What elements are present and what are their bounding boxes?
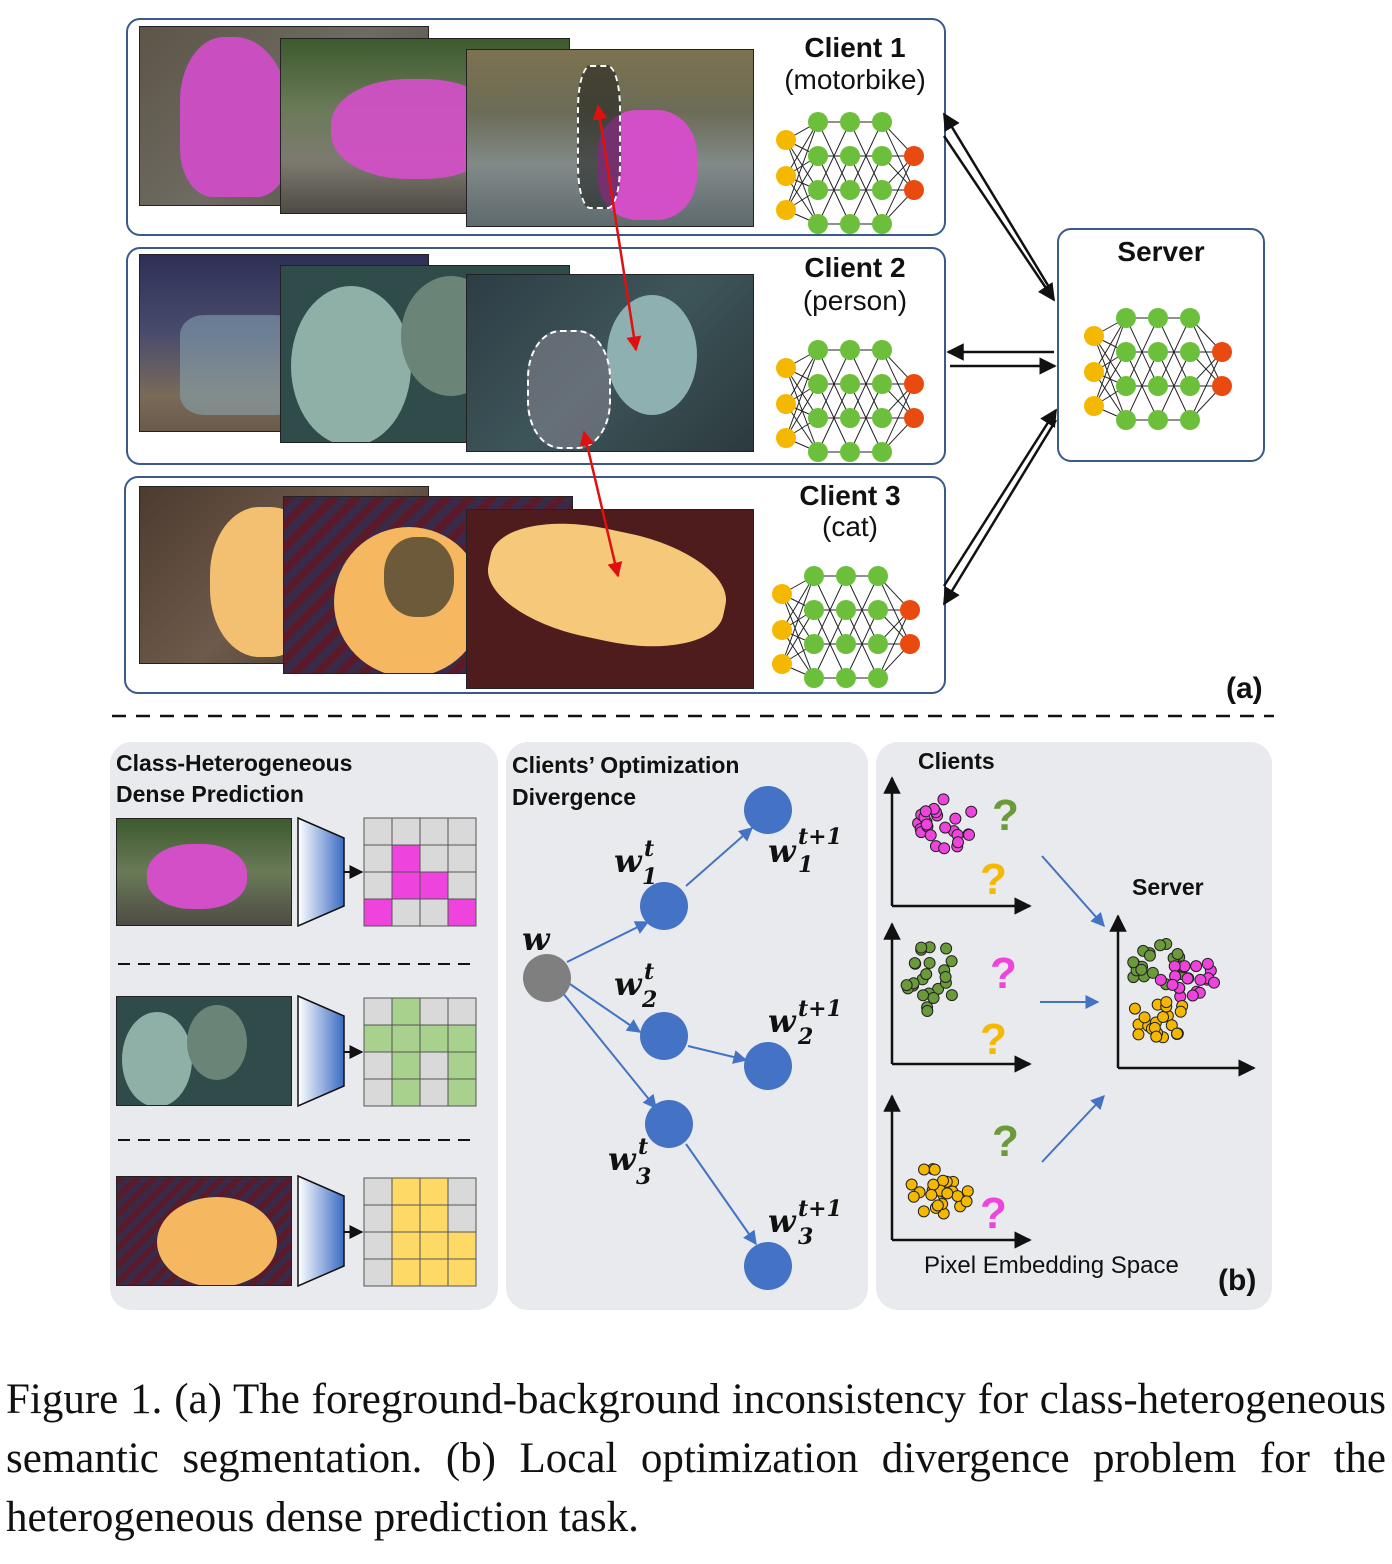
left-panel-title-line1: Class-Heterogeneous [116, 750, 353, 776]
svg-text:w: w [614, 842, 643, 880]
embedding-space-label: Pixel Embedding Space [924, 1252, 1179, 1279]
client-2-title: Client 2 [804, 252, 906, 283]
svg-text:2: 2 [797, 1024, 813, 1050]
middle-panel-title-line2: Divergence [512, 784, 637, 810]
svg-text:2: 2 [641, 987, 657, 1013]
label-w3t: w t 3 [608, 1134, 651, 1190]
node-w [523, 954, 571, 1002]
question-mark-magenta-3: ? [980, 1189, 1007, 1238]
embedding-axes-client-1 [883, 776, 1032, 915]
cluster-magenta-client [912, 793, 978, 855]
svg-text:w: w [608, 1140, 637, 1178]
embed-arrow-1 [1041, 855, 1105, 928]
client-3-title: Client 3 [799, 480, 901, 511]
label-w: w [522, 920, 551, 958]
decoder-shape-1 [297, 816, 345, 928]
svg-text:3: 3 [636, 1164, 651, 1190]
nn-server [1084, 308, 1232, 430]
red-arrow-person-motorbike [592, 104, 642, 352]
edge-w3t-w3n [685, 1143, 757, 1246]
right-clients-title: Clients [918, 748, 995, 774]
embedding-axes-client-2 [883, 922, 1032, 1073]
label-w2t: w t 2 [614, 959, 657, 1013]
svg-text:1: 1 [642, 864, 657, 890]
node-w2t [640, 1012, 688, 1060]
node-w1t [640, 882, 688, 930]
panel-a-graphics [112, 104, 1274, 718]
question-mark-magenta-2: ? [990, 949, 1017, 998]
server-title: Server [1117, 236, 1205, 267]
cluster-server-mixed [1127, 937, 1220, 1044]
svg-text:w: w [768, 1202, 797, 1240]
label-w1t: w t 1 [614, 836, 657, 890]
embedding-axes-server [1109, 914, 1256, 1077]
edge-w-w3t [561, 991, 657, 1110]
label-w3n: w t+1 3 [768, 1196, 842, 1250]
arrow-server-to-client-3 [942, 419, 1058, 606]
prediction-grid-green [363, 997, 477, 1107]
svg-text:t+1: t+1 [798, 824, 842, 850]
svg-text:w: w [614, 965, 643, 1003]
embedding-axes-client-3 [883, 1094, 1032, 1249]
cluster-yellow-client [905, 1163, 974, 1220]
panel-b-label: (b) [1218, 1264, 1257, 1297]
cluster-green-client [900, 941, 958, 1018]
edge-w-w1t [566, 921, 650, 963]
arrow-client-3-to-server [942, 408, 1058, 587]
prediction-grid-magenta [363, 817, 477, 927]
dense-motorbike-photo [116, 818, 292, 926]
left-panel-title-line2: Dense Prediction [116, 781, 304, 807]
panel-b-graphics: w w t 1 w t 2 w t 3 w t+1 1 w [118, 776, 1256, 1290]
dense-person-photo [116, 996, 292, 1106]
node-w3n [744, 1242, 792, 1290]
prediction-grid-yellow [363, 1177, 477, 1287]
svg-text:t: t [638, 1134, 648, 1160]
question-mark-green-3: ? [992, 1117, 1019, 1166]
client-3-subtitle: (cat) [822, 511, 878, 542]
svg-text:t+1: t+1 [798, 1196, 842, 1222]
question-mark-yellow-2: ? [980, 1015, 1007, 1064]
decoder-shape-2 [297, 994, 345, 1108]
panel-b-middle [506, 742, 868, 1310]
panel-a-label: (a) [1226, 672, 1263, 705]
svg-text:w: w [768, 1002, 797, 1040]
middle-panel-title-line1: Clients’ Optimization [512, 752, 740, 778]
client-2-subtitle: (person) [802, 285, 908, 316]
svg-text:1: 1 [798, 852, 813, 878]
client-1-subtitle: (motorbike) [784, 64, 926, 95]
question-mark-green-1: ? [992, 791, 1019, 840]
svg-text:t+1: t+1 [798, 996, 842, 1022]
node-w1n [744, 786, 792, 834]
label-w1n: w t+1 1 [768, 824, 842, 878]
decoder-shape-3 [297, 1174, 345, 1288]
edge-w2t-w2n [687, 1045, 748, 1064]
nn-client-3 [772, 566, 920, 688]
question-mark-yellow-1: ? [980, 855, 1007, 904]
dense-cat-photo [116, 1176, 292, 1286]
arrow-client-1-to-server [942, 135, 1056, 302]
red-arrow-cat-person [579, 430, 623, 578]
edge-w-w2t [566, 981, 642, 1033]
label-w2n: w t+1 2 [768, 996, 842, 1050]
figure-caption: Figure 1. (a) The foreground-background … [6, 1376, 1386, 1541]
node-w3t [645, 1100, 693, 1148]
edge-w1t-w1n [685, 827, 754, 887]
node-w2n [744, 1042, 792, 1090]
svg-text:w: w [768, 832, 797, 870]
right-server-title: Server [1132, 874, 1204, 900]
embed-arrow-3 [1041, 1094, 1105, 1163]
svg-text:t: t [644, 959, 654, 985]
arrow-server-to-client-1 [942, 112, 1054, 293]
svg-text:t: t [644, 836, 654, 862]
svg-text:3: 3 [798, 1224, 813, 1250]
nn-client-2 [776, 340, 924, 462]
nn-client-1 [776, 112, 924, 234]
client-1-title: Client 1 [804, 32, 906, 63]
